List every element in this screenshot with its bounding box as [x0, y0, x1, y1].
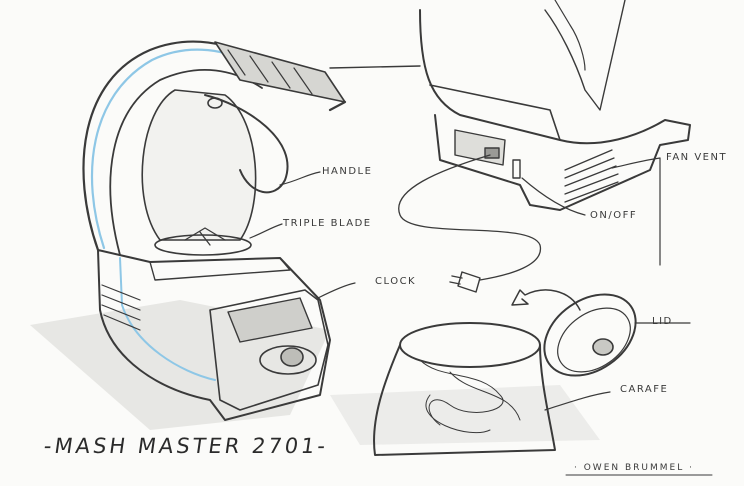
label-clock: CLOCK [375, 276, 417, 287]
blender-arch-blue-highlight [90, 48, 252, 250]
label-lid: LID [652, 316, 673, 327]
carafe-ground-shadow [330, 385, 600, 445]
lid-arrow [511, 289, 581, 311]
base-side-vent [101, 284, 141, 331]
lid-knob [592, 338, 614, 356]
on-off-switch [512, 159, 521, 179]
label-fan-vent: FAN VENT [666, 152, 728, 163]
carafe-body [373, 344, 556, 456]
leader-clock [317, 282, 356, 299]
blender-jar [141, 89, 257, 241]
label-on-off: ON/OFF [590, 210, 638, 221]
base-blue-edge [119, 257, 216, 381]
top-control-strip [214, 41, 346, 103]
power-plug [449, 271, 481, 293]
leader-fan-vent [611, 157, 661, 266]
leader-handle [279, 171, 321, 186]
leader-on-off [521, 177, 586, 216]
control-dial [259, 345, 317, 375]
label-handle: HANDLE [322, 166, 373, 177]
connector-line [329, 65, 421, 69]
label-carafe: CARAFE [620, 384, 669, 395]
designer-signature: · OWEN BRUMMEL · [574, 463, 694, 473]
handle-loop [204, 94, 289, 194]
product-title: -MASH MASTER 2701- [42, 434, 330, 458]
clock-display [227, 297, 313, 343]
blender-base [97, 249, 331, 421]
leader-triple-blade [249, 223, 283, 239]
rear-view-body [419, 9, 691, 211]
fan-vent-grille [564, 149, 619, 203]
leader-carafe [544, 391, 611, 411]
lid [543, 293, 637, 377]
label-triple-blade: TRIPLE BLADE [283, 218, 372, 229]
power-cord [398, 154, 541, 281]
blender-arch-inner [109, 69, 263, 256]
front-panel [209, 289, 329, 411]
